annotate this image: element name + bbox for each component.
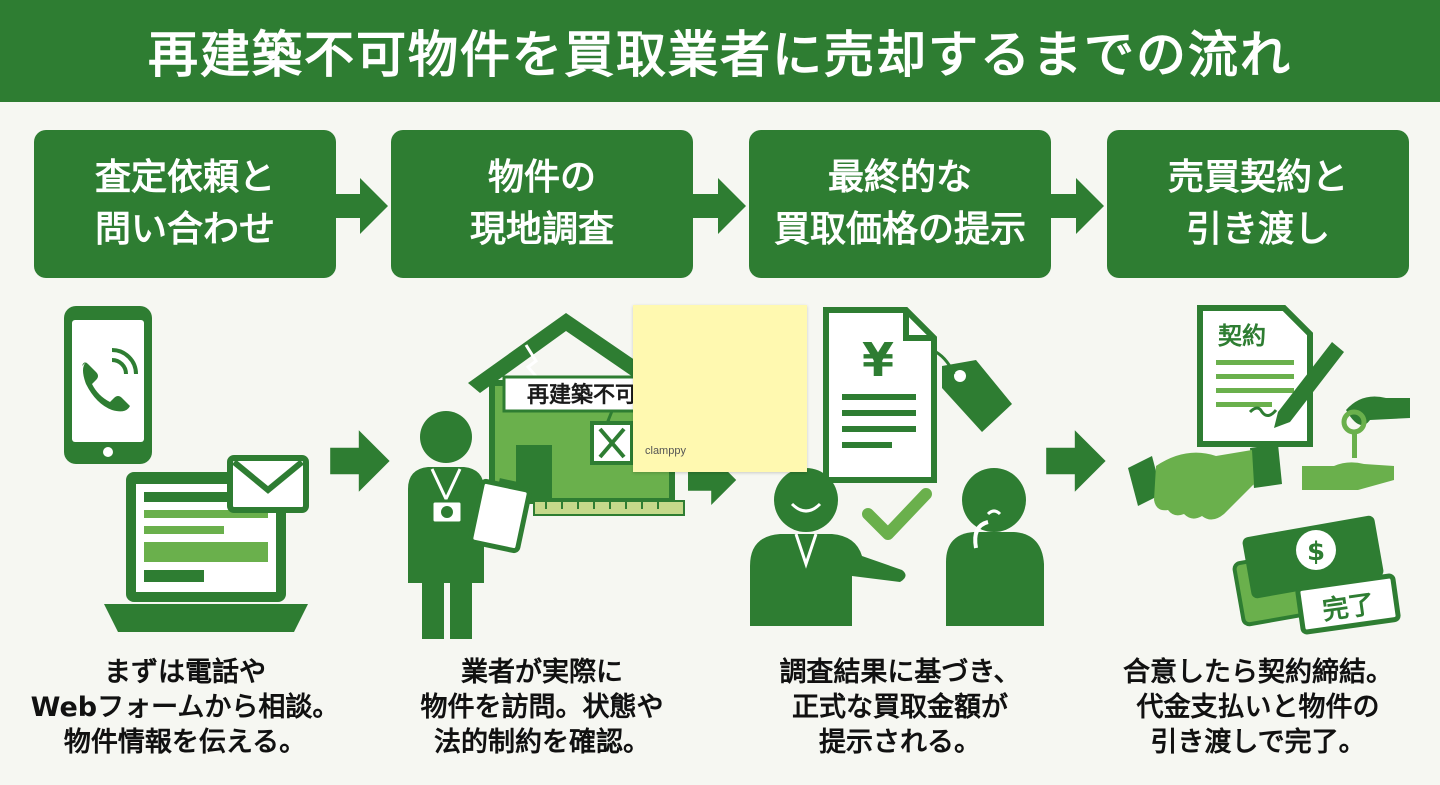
arrow-right-icon bbox=[1046, 430, 1106, 492]
step-4-heading-line-1: 売買契約と bbox=[1167, 157, 1348, 198]
step-3-heading-line-1: 最終的な bbox=[827, 157, 972, 198]
step-3-description-line-3: 提示される。 bbox=[819, 727, 981, 758]
step-4-description-line-3: 引き渡しで完了。 bbox=[1150, 727, 1366, 758]
step-2-heading-line-1: 物件の bbox=[487, 157, 596, 198]
complete-label: 完了 bbox=[1321, 588, 1377, 626]
step-4-description: 合意したら契約締結。 代金支払いと物件の 引き渡しで完了。 bbox=[1088, 655, 1428, 760]
step-2-description: 業者が実際に 物件を訪問。状態や 法的制約を確認。 bbox=[372, 655, 712, 760]
step-2-heading-line-2: 現地調査 bbox=[469, 209, 614, 250]
step-box-inquiry: 査定依頼と 問い合わせ bbox=[34, 130, 336, 278]
arrow-right-icon bbox=[330, 430, 390, 492]
buyer-person-icon bbox=[750, 468, 906, 626]
pen-icon bbox=[1274, 342, 1344, 428]
step-1-description: まずは電話や Webフォームから相談。 物件情報を伝える。 bbox=[15, 655, 355, 760]
step-1-description-line-1: まずは電話や bbox=[104, 657, 266, 688]
step-4-heading-line-2: 引き渡し bbox=[1185, 209, 1330, 250]
inquiry-illustration bbox=[64, 306, 309, 632]
price-offer-illustration: ¥ bbox=[750, 307, 1044, 626]
step-1-description-line-3: 物件情報を伝える。 bbox=[63, 727, 307, 758]
arrow-right-icon bbox=[334, 178, 388, 234]
step-4-description-line-1: 合意したら契約締結。 bbox=[1123, 657, 1393, 688]
step-box-price-offer: 最終的な 買取価格の提示 bbox=[749, 130, 1051, 278]
step-2-description-line-2: 物件を訪問。状態や bbox=[420, 692, 664, 723]
step-box-site-survey: 物件の 現地調査 bbox=[391, 130, 693, 278]
house-sign-label: 再建築不可 bbox=[527, 382, 637, 408]
dollar-symbol: $ bbox=[1307, 537, 1325, 567]
contract-document-icon: 契約 bbox=[1197, 305, 1313, 447]
smartphone-icon bbox=[64, 306, 152, 464]
seller-person-icon bbox=[946, 468, 1044, 626]
title-banner: 再建築不可物件を買取業者に売却するまでの流れ bbox=[0, 0, 1440, 102]
step-3-heading-line-2: 買取価格の提示 bbox=[773, 209, 1026, 250]
arrow-right-icon bbox=[1050, 178, 1104, 234]
price-document-icon: ¥ bbox=[823, 307, 937, 483]
completion-stamp-icon: 完了 bbox=[1295, 573, 1401, 635]
site-survey-illustration: 再建築不可 bbox=[408, 313, 686, 639]
contract-label: 契約 bbox=[1218, 322, 1266, 350]
step-1-heading-line-1: 査定依頼と bbox=[94, 157, 275, 198]
sticky-note[interactable]: clamppy bbox=[633, 305, 807, 472]
handshake-icon bbox=[1128, 444, 1282, 520]
checkmark-icon bbox=[862, 488, 932, 540]
step-4-description-line-2: 代金支払いと物件の bbox=[1136, 692, 1380, 723]
step-1-description-line-2: Webフォームから相談。 bbox=[30, 692, 340, 723]
step-3-description: 調査結果に基づき、 正式な買取金額が 提示される。 bbox=[730, 655, 1070, 760]
price-tag-icon bbox=[931, 348, 1012, 432]
envelope-icon bbox=[227, 455, 309, 513]
inspector-person-icon bbox=[408, 411, 532, 639]
yen-symbol: ¥ bbox=[862, 333, 894, 387]
sticky-note-label: clamppy bbox=[645, 445, 686, 457]
key-hand-icon bbox=[1302, 396, 1410, 490]
step-1-heading-line-2: 問い合わせ bbox=[94, 209, 275, 250]
step-3-description-line-1: 調査結果に基づき、 bbox=[779, 657, 1021, 688]
step-2-description-line-1: 業者が実際に bbox=[461, 657, 623, 688]
arrow-right-icon bbox=[688, 455, 737, 505]
step-3-description-line-2: 正式な買取金額が bbox=[792, 692, 1008, 723]
page-title: 再建築不可物件を買取業者に売却するまでの流れ bbox=[148, 26, 1292, 84]
step-box-contract-handover: 売買契約と 引き渡し bbox=[1107, 130, 1409, 278]
contract-handover-illustration: 契約 $ 完了 bbox=[1128, 305, 1410, 635]
step-2-description-line-3: 法的制約を確認。 bbox=[434, 727, 650, 758]
arrow-right-icon bbox=[692, 178, 746, 234]
